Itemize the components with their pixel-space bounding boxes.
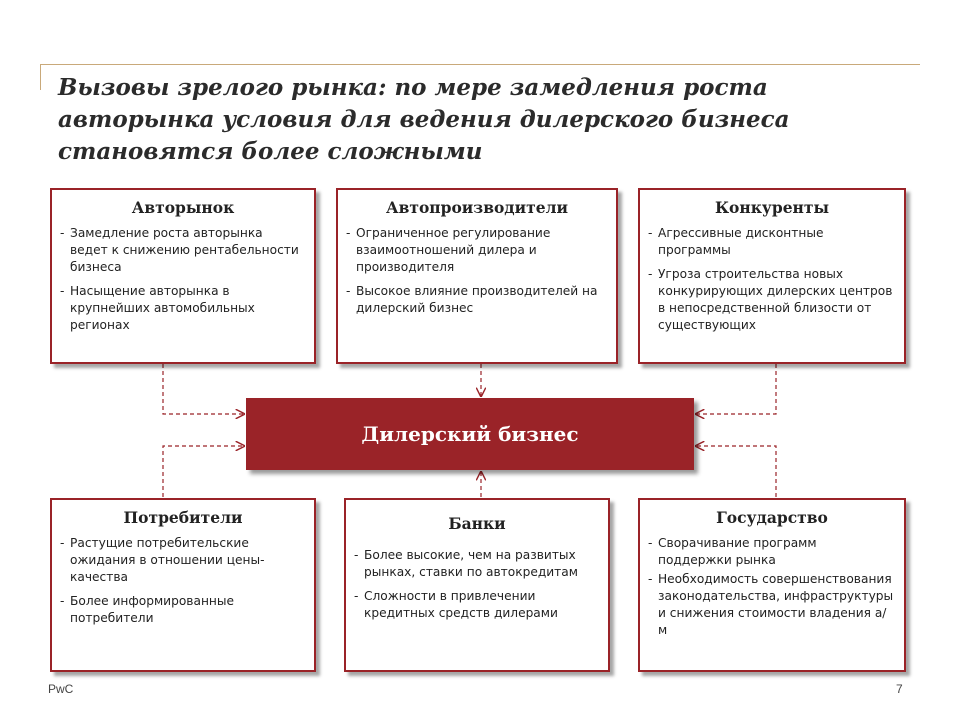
list-item: Более информированные потребители <box>60 593 304 627</box>
box-title: Государство <box>716 508 828 527</box>
list-item: Сворачивание программ поддержки рынка <box>648 535 894 569</box>
box-title: Конкуренты <box>714 198 830 217</box>
box-banks: Банки Более высокие, чем на развитых рын… <box>344 498 610 672</box>
center-dealer-business: Дилерский бизнес <box>246 398 694 470</box>
list-item: Высокое влияние производителей на дилерс… <box>346 283 606 317</box>
box-title: Банки <box>448 514 506 533</box>
connector-left-top <box>162 364 244 414</box>
list-item: Ограниченное регулирование взаимоотношен… <box>346 225 606 276</box>
connector-right-bottom <box>696 446 777 497</box>
list-item: Агрессивные дисконтные программы <box>648 225 894 259</box>
list-item: Необходимость совершенствования законода… <box>648 571 894 639</box>
list-item: Растущие потребительские ожидания в отно… <box>60 535 304 586</box>
footer-brand: PwC <box>48 682 74 696</box>
box-title: Авторынок <box>131 198 235 217</box>
title-accent-bar <box>40 64 41 90</box>
box-auto-market: Авторынок Замедление роста авторынка вед… <box>50 188 316 364</box>
box-title: Потребители <box>123 508 243 527</box>
connector-right-top <box>696 364 777 414</box>
box-government: Государство Сворачивание программ поддер… <box>638 498 906 672</box>
box-title: Автопроизводители <box>385 198 569 217</box>
list-item: Более высокие, чем на развитых рынках, с… <box>354 547 598 581</box>
slide-title: Вызовы зрелого рынка: по мере замедления… <box>58 74 790 165</box>
page-number: 7 <box>896 682 903 696</box>
list-item: Сложности в привлечении кредитных средст… <box>354 588 598 622</box>
box-consumers: Потребители Растущие потребительские ожи… <box>50 498 316 672</box>
connector-left-bottom <box>162 446 244 497</box>
title-rule <box>40 64 920 65</box>
list-item: Насыщение авторынка в крупнейших автомоб… <box>60 283 304 334</box>
list-item: Замедление роста авторынка ведет к сниже… <box>60 225 304 276</box>
list-item: Угроза строительства новых конкурирующих… <box>648 266 894 334</box>
box-automakers: Автопроизводители Ограниченное регулиров… <box>336 188 618 364</box>
box-competitors: Конкуренты Агрессивные дисконтные програ… <box>638 188 906 364</box>
